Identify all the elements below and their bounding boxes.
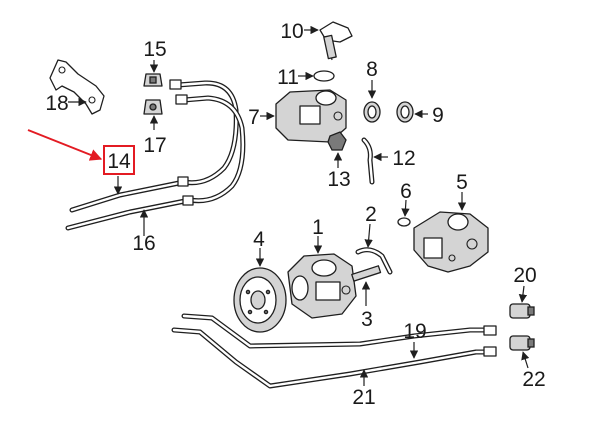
callout-6: 6 [400,180,412,203]
part-22-sensor [509,335,535,351]
part-2-hose [355,247,393,275]
part-8-ring [363,101,381,123]
part-21-cooler-pipe [171,327,497,389]
part-11-o-ring [313,70,335,82]
callout-11: 11 [277,66,299,89]
hose-fitting [177,176,189,187]
part-15-clamp [143,73,163,87]
part-18-bracket [49,59,105,115]
callout-13: 13 [327,168,350,191]
callout-4: 4 [253,228,265,251]
part-7-reservoir [275,89,347,143]
callout-18: 18 [45,92,68,115]
callout-7: 7 [248,106,260,129]
callout-21: 21 [352,386,375,409]
callout-5: 5 [456,171,468,194]
highlight-box [103,145,135,175]
callout-12: 12 [392,147,415,170]
callout-10: 10 [280,20,303,43]
callout-1: 1 [312,216,324,239]
callout-14: 14 [107,150,131,173]
part-9-ring [396,101,414,123]
part-5-pump-bracket [413,211,489,273]
part-20-sensor [509,303,535,319]
callout-22: 22 [522,368,545,391]
hose-fitting [182,195,194,206]
part-19-cooler-pipe [181,313,497,349]
callout-15: 15 [143,38,166,61]
leader-lines [68,25,530,386]
part-10-reservoir-cap [319,21,353,61]
part-1-pump [287,253,357,319]
part-12-hose [361,137,375,185]
highlight-arrow [27,129,103,161]
part-14-hose-lower [65,94,246,231]
callout-3: 3 [361,308,373,331]
callout-20: 20 [513,264,536,287]
callout-19: 19 [403,320,426,343]
callout-9: 9 [432,104,444,127]
part-6-seal [397,217,411,227]
callout-16: 16 [132,232,155,255]
part-17-clamp [143,99,163,115]
callout-8: 8 [366,58,378,81]
part-16-hose-upper [69,79,239,213]
part-13-nut [327,131,347,151]
part-3-seal [351,265,382,282]
callout-2: 2 [365,203,377,226]
callout-17: 17 [143,134,166,157]
part-4-pulley [233,267,287,333]
